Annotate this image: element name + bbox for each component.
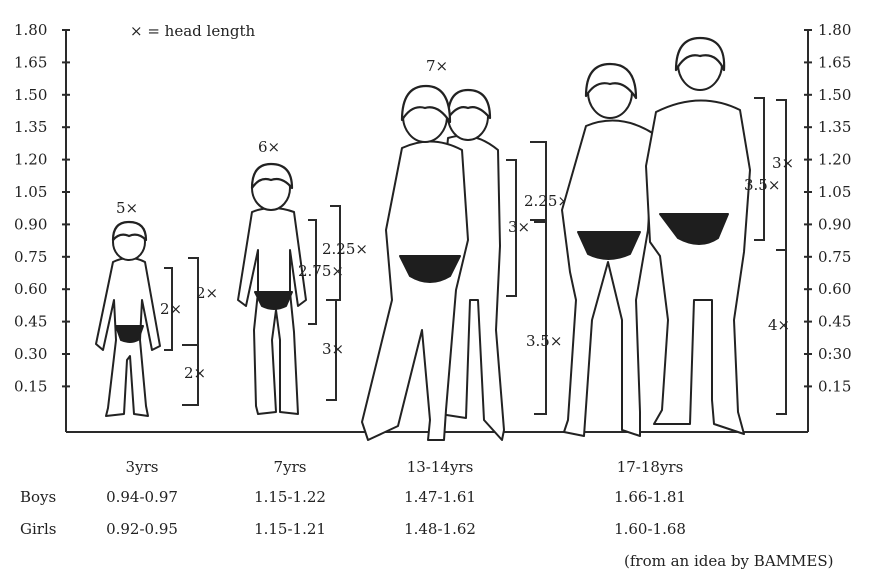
brackets-3yrs: 2× 2× 2× (160, 258, 218, 405)
table-cell: 1.15-1.21 (230, 520, 350, 538)
left-tick-label: 1.20 (14, 151, 47, 169)
right-tick-label: 1.80 (818, 21, 851, 39)
right-tick-label: 0.90 (818, 215, 851, 233)
figure-17-18yrs-man (646, 38, 750, 434)
head-count-label: 5× (116, 199, 138, 217)
right-tick-label: 1.35 (818, 118, 851, 136)
legend-label: × = head length (130, 22, 255, 40)
bracket-label: 3.5× (744, 176, 780, 194)
bracket-label: 3× (508, 218, 530, 236)
left-tick-label: 0.90 (14, 215, 47, 233)
right-tick-label: 0:30 (818, 345, 852, 363)
table-cell: 1.47-1.61 (380, 488, 500, 506)
bracket-label: 3× (322, 340, 344, 358)
col-header-17-18yrs: 17-18yrs (590, 458, 710, 476)
row-label-boys: Boys (20, 488, 56, 506)
head-count-label: 7× (426, 57, 448, 75)
right-tick-label: 0.15 (818, 377, 851, 395)
table-cell: 1.66-1.81 (590, 488, 710, 506)
right-tick-label: 1.65 (818, 53, 851, 71)
figure-17-18yrs-woman (562, 64, 654, 436)
bracket-label: 3× (772, 154, 794, 172)
right-tick-label: 0.60 (818, 280, 851, 298)
table-cell: 1.48-1.62 (380, 520, 500, 538)
table-cell: 1.15-1.22 (230, 488, 350, 506)
bracket-label: 4× (768, 316, 790, 334)
credit-note: (from an idea by BAMMES) (624, 552, 833, 570)
left-tick-label: 1.80 (14, 21, 47, 39)
col-header-3yrs: 3yrs (82, 458, 202, 476)
bracket-label: 3.5× (526, 332, 562, 350)
left-tick-label: 0.45 (14, 313, 47, 331)
left-tick-label: 0.30 (14, 345, 47, 363)
right-tick-label: 1.05 (818, 183, 851, 201)
left-tick-label: 1.35 (14, 118, 47, 136)
col-header-7yrs: 7yrs (230, 458, 350, 476)
right-tick-label: 1.50 (818, 86, 851, 104)
figure-3yrs: 5× (96, 199, 160, 416)
right-tick-label: 0.75 (818, 248, 851, 266)
left-tick-label: 0.60 (14, 280, 47, 298)
right-tick-label: 0.45 (818, 313, 851, 331)
right-tick-label: 1.20 (818, 151, 851, 169)
left-tick-label: 1.65 (14, 53, 47, 71)
left-tick-label: 0.15 (14, 377, 47, 395)
bracket-label: 2.75× (298, 262, 344, 280)
brackets-17-18yrs: 3.5× 3× 4× (744, 98, 794, 414)
table-cell: 0.92-0.95 (82, 520, 202, 538)
table-cell: 1.60-1.68 (590, 520, 710, 538)
bracket-label: 2× (160, 300, 182, 318)
bracket-label: 2× (184, 364, 206, 382)
col-header-13-14yrs: 13-14yrs (380, 458, 500, 476)
figure-7yrs: 6× (238, 138, 306, 414)
bracket-label: 2.25× (322, 240, 368, 258)
brackets-13-14yrs: 3× 2.25× 3.5× (506, 142, 570, 414)
brackets-7yrs: 2.75× 2.25× 3× (298, 206, 368, 400)
head-count-label: 6× (258, 138, 280, 156)
left-tick-label: 1.50 (14, 86, 47, 104)
row-label-girls: Girls (20, 520, 56, 538)
left-tick-label: 1.05 (14, 183, 47, 201)
table-cell: 0.94-0.97 (82, 488, 202, 506)
left-tick-label: 0.75 (14, 248, 47, 266)
bracket-label: 2× (196, 284, 218, 302)
